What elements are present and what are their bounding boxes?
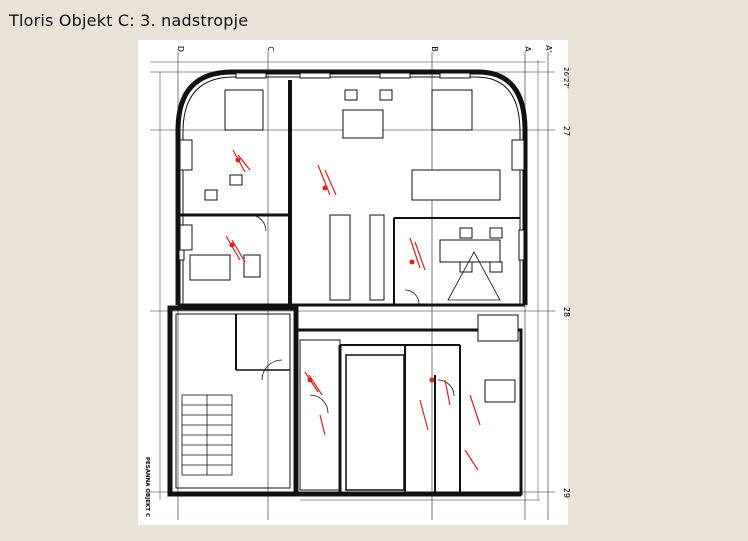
exterior-wall — [175, 69, 528, 305]
column-label-c: C — [266, 46, 275, 52]
column-label-a-prime: A' — [544, 45, 553, 53]
dimension-lines — [150, 60, 545, 501]
side-note: PESANNA OBJEKT C — [144, 457, 150, 517]
interior-walls — [167, 80, 525, 497]
stair — [181, 394, 233, 476]
furniture — [179, 89, 525, 403]
row-label-29: 29 — [562, 488, 571, 498]
row-label-28: 28 — [562, 307, 571, 317]
red-annotations — [225, 149, 481, 471]
meeting-triangle — [447, 251, 501, 301]
column-label-a: A — [523, 46, 532, 52]
page-title: Tloris Objekt C: 3. nadstropje — [9, 11, 249, 30]
row-label-27: 27 — [562, 126, 571, 136]
column-label-b: B — [430, 46, 439, 52]
red-markers — [229, 157, 435, 383]
column-label-d: D — [176, 46, 185, 52]
door-swings — [249, 214, 455, 414]
row-label-26-27: 26'27' — [562, 67, 570, 89]
